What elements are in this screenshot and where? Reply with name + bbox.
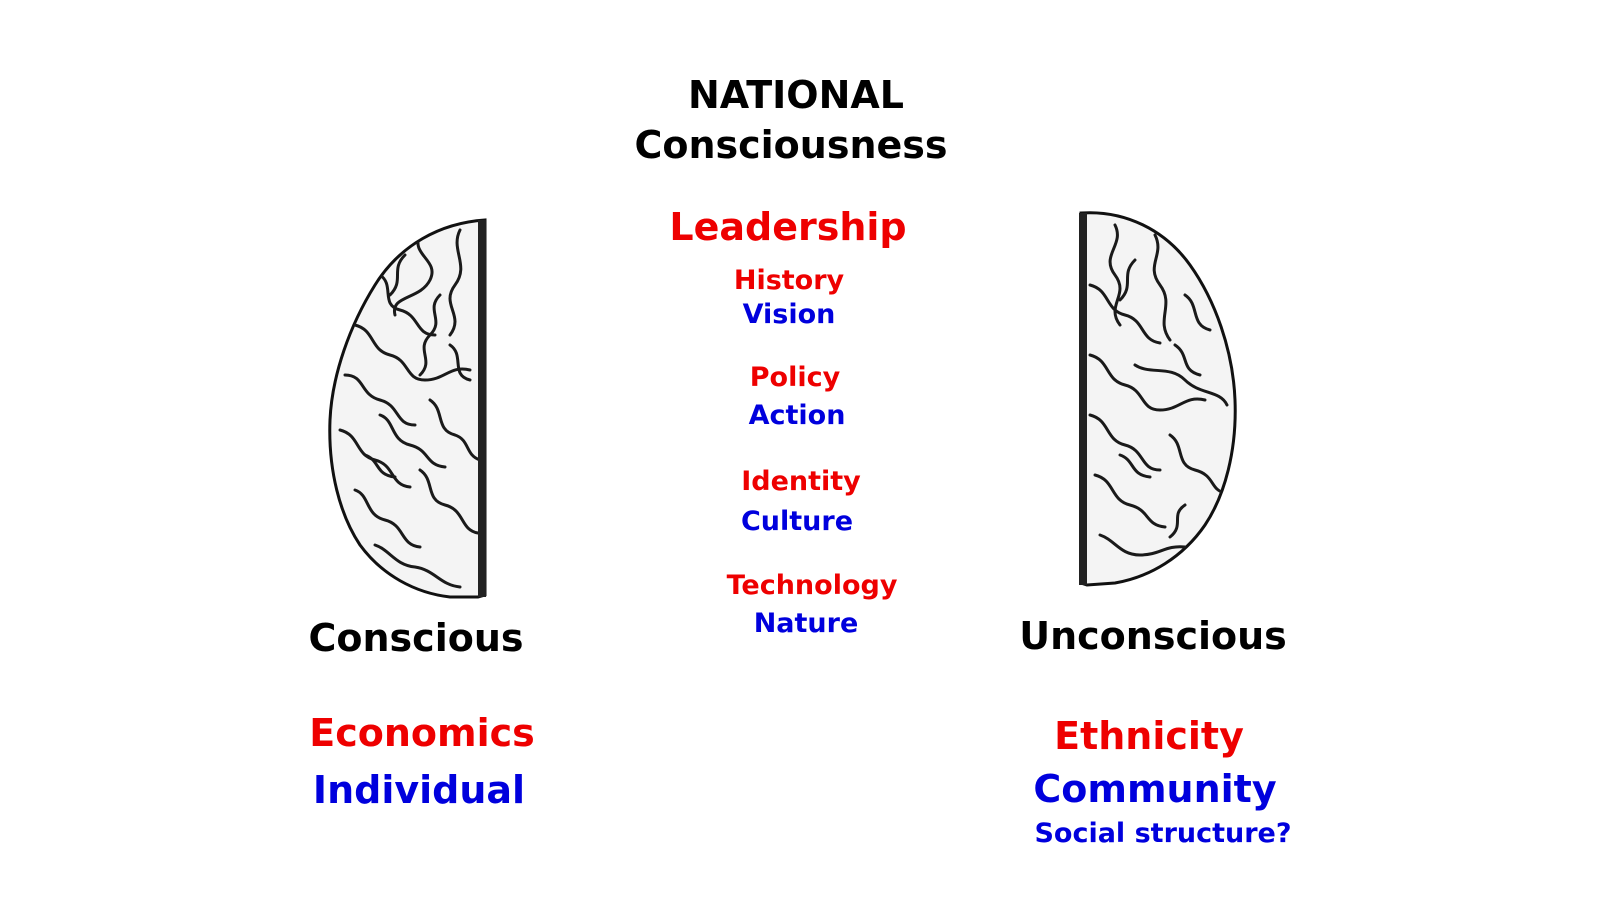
history-label: History — [733, 265, 845, 296]
economics-label: Economics — [309, 711, 535, 755]
title-national: NATIONAL — [687, 73, 905, 117]
vision-label: Vision — [742, 299, 836, 330]
ethnicity-label: Ethnicity — [1054, 714, 1244, 758]
community-label: Community — [1033, 767, 1277, 811]
action-label: Action — [748, 400, 846, 431]
left-brain-hemisphere-icon — [328, 218, 487, 599]
culture-label: Culture — [740, 506, 854, 537]
title-consciousness: Consciousness — [634, 123, 948, 167]
unconscious-label: Unconscious — [1019, 614, 1287, 658]
leadership-label: Leadership — [669, 205, 907, 249]
individual-label: Individual — [312, 768, 526, 812]
nature-label: Nature — [753, 608, 859, 639]
technology-label: Technology — [726, 570, 898, 601]
identity-label: Identity — [741, 466, 861, 497]
policy-label: Policy — [749, 362, 841, 393]
social-structure-label: Social structure? — [1034, 818, 1292, 849]
right-brain-hemisphere-icon — [1079, 211, 1237, 587]
conscious-label: Conscious — [308, 616, 524, 660]
